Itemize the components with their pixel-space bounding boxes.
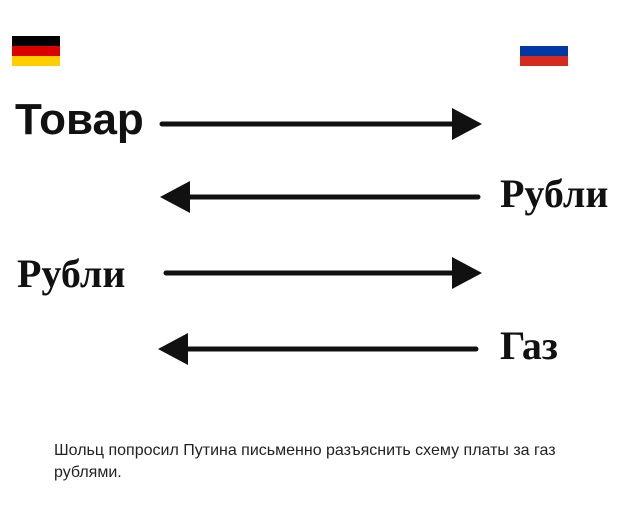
caption: Шольц попросил Путина письменно разъясни…: [54, 442, 556, 481]
flag-stripe: [520, 46, 568, 56]
arrow-left: [158, 333, 479, 365]
flow-label-goods: Товар: [15, 95, 144, 144]
flag-stripe: [12, 46, 60, 56]
flow-label-rubles-return: Рубли: [500, 171, 609, 216]
flag-stripe: [520, 56, 568, 66]
flow-label-rubles-send: Рубли: [17, 251, 126, 296]
flag-stripe: [520, 36, 568, 46]
germany-flag: [12, 36, 60, 66]
arrow-right: [163, 257, 482, 289]
arrow-left: [160, 181, 481, 213]
flow-label-gas: Газ: [500, 323, 559, 368]
arrow-right: [159, 108, 482, 140]
russia-flag: [520, 36, 568, 66]
flag-stripe: [12, 36, 60, 46]
flag-stripe: [12, 56, 60, 66]
